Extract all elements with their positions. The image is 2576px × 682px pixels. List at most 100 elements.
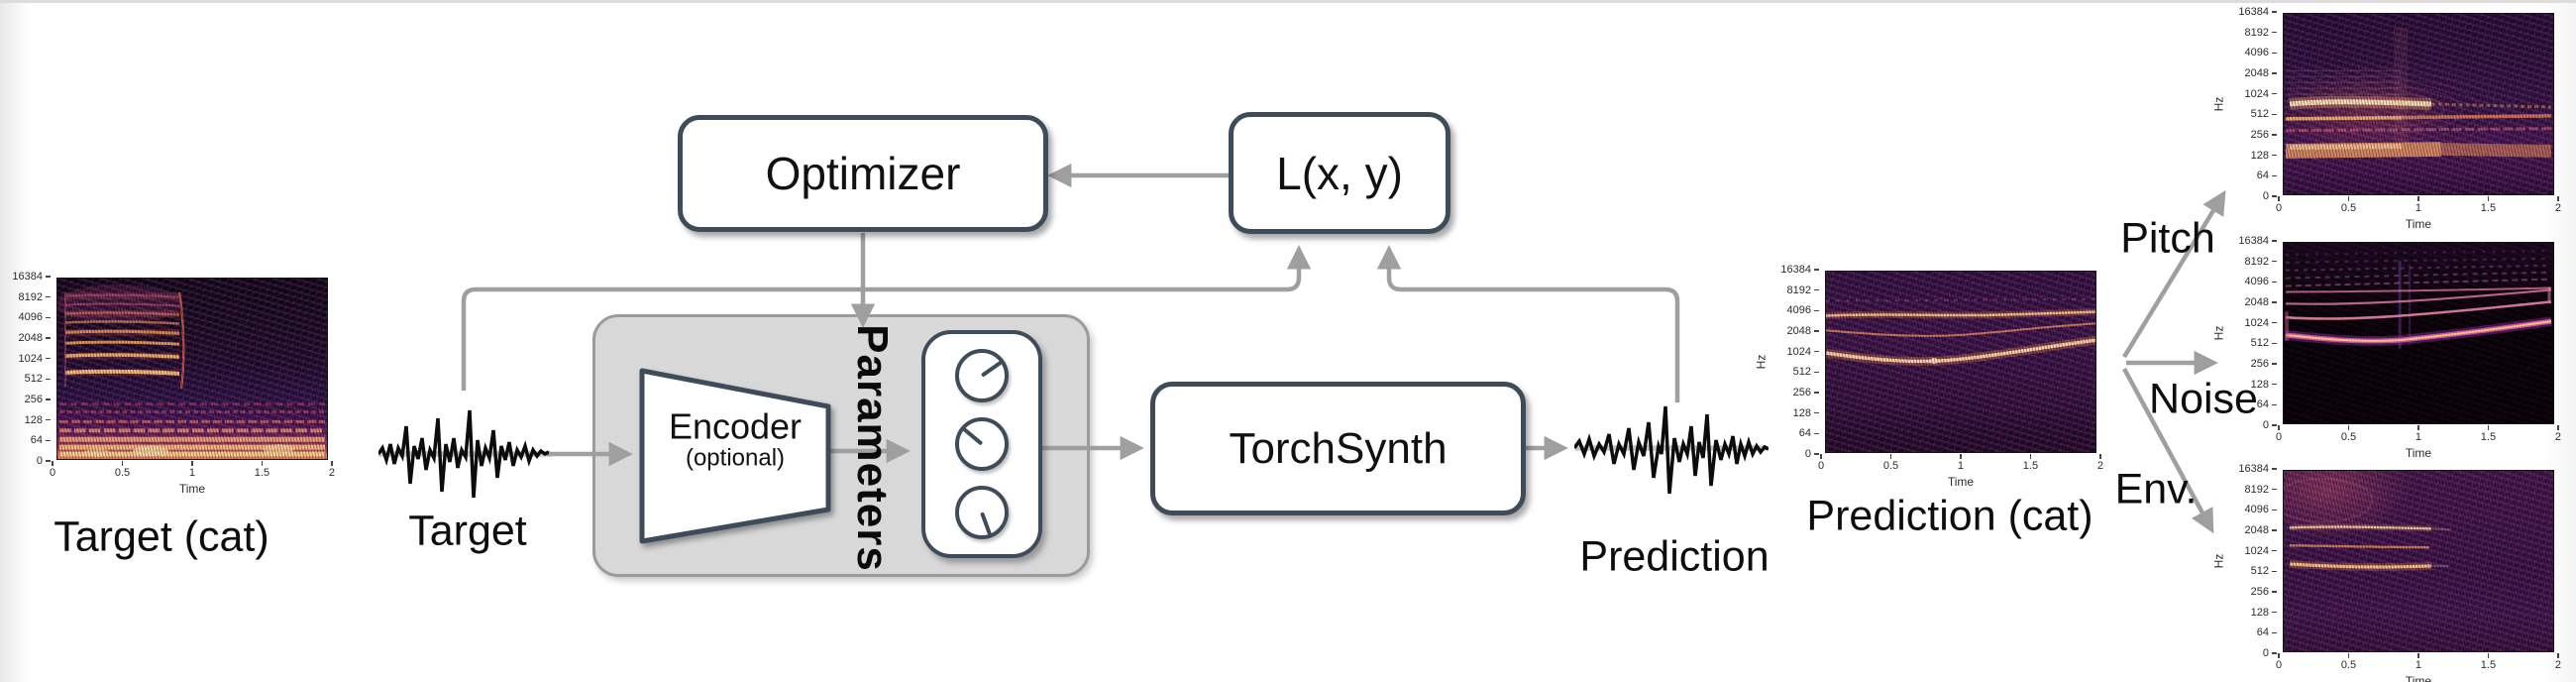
y-tick-label: 512 <box>2251 108 2277 120</box>
x-tick-label: 1 <box>2415 196 2421 214</box>
y-tick-label: 1024 <box>2245 317 2277 329</box>
target-waveform-icon <box>378 409 549 499</box>
y-tick-label: 256 <box>2251 586 2277 598</box>
arrow-fan-to-env <box>2122 367 2214 534</box>
encoder-label: Encoder <box>668 405 803 447</box>
x-tick-label: 1 <box>1958 454 1964 472</box>
torchsynth-box: TorchSynth <box>1150 382 1526 515</box>
x-axis-label: Time <box>178 482 206 496</box>
y-tick-label: 0 <box>2263 419 2277 431</box>
y-tick-label: 16384 <box>2238 6 2277 18</box>
y-tick-label: 1024 <box>2245 545 2277 557</box>
target-waveform-label: Target <box>408 507 527 555</box>
knob-icon <box>955 486 1009 539</box>
env-label: Env. <box>2114 465 2198 513</box>
pitch-label: Pitch <box>2120 214 2215 263</box>
spectrogram-plot <box>1825 271 2096 453</box>
x-axis-ticks: 0 0.5 1 1.5 2 <box>50 461 335 479</box>
y-axis-label: Hz <box>1754 354 1769 370</box>
loss-label: L(x, y) <box>1276 147 1403 199</box>
y-tick-label: 4096 <box>2245 504 2277 515</box>
x-axis-label: Time <box>2405 446 2432 460</box>
y-tick-label: 128 <box>2251 607 2277 619</box>
y-axis-label: Hz <box>2211 96 2226 112</box>
encoder-labels: Encoder (optional) <box>668 405 803 470</box>
knob-icon <box>955 417 1009 471</box>
y-tick-label: 16384 <box>2238 235 2277 247</box>
x-axis-label: Time <box>1947 475 1975 489</box>
target-spectrogram-caption: Target (cat) <box>54 512 269 561</box>
knob-pointer <box>980 512 993 536</box>
y-tick-label: 8192 <box>2245 484 2277 496</box>
y-tick-label: 0 <box>2263 190 2277 202</box>
y-tick-label: 512 <box>1793 366 1819 378</box>
y-tick-label: 4096 <box>19 311 51 323</box>
arrow-prediction-to-loss <box>1376 245 1680 402</box>
x-tick-label: 2 <box>2555 196 2561 214</box>
y-tick-label: 16384 <box>2238 463 2277 475</box>
y-tick-label: 2048 <box>2245 524 2277 536</box>
x-tick-label: 0 <box>2276 425 2282 443</box>
y-tick-label: 512 <box>2251 565 2277 577</box>
x-tick-label: 0.5 <box>115 461 130 479</box>
y-tick-label: 128 <box>2251 379 2277 391</box>
x-tick-label: 2 <box>329 461 335 479</box>
arrow-target-to-loss <box>461 245 1312 391</box>
knob-pointer <box>980 360 1003 378</box>
y-tick-label: 0 <box>37 455 51 467</box>
x-axis-label: Time <box>2405 217 2432 231</box>
knob-pointer <box>962 427 984 446</box>
y-tick-label: 256 <box>25 394 51 405</box>
spectrogram-plot <box>2283 13 2554 195</box>
parameters-knob-panel <box>921 330 1042 558</box>
y-axis-label: Hz <box>2211 553 2226 569</box>
x-tick-label: 0 <box>50 461 55 479</box>
y-tick-label: 256 <box>2251 129 2277 141</box>
x-tick-label: 0.5 <box>2341 196 2356 214</box>
x-tick-label: 0.5 <box>2341 425 2356 443</box>
y-tick-label: 64 <box>31 434 51 446</box>
noise-label: Noise <box>2149 375 2258 423</box>
x-tick-label: 0 <box>1818 454 1824 472</box>
x-tick-label: 0.5 <box>1883 454 1898 472</box>
x-tick-label: 2 <box>2555 653 2561 671</box>
y-tick-label: 2048 <box>2245 67 2277 79</box>
optimizer-box: Optimizer <box>678 115 1048 232</box>
y-tick-label: 128 <box>25 414 51 426</box>
x-tick-label: 1 <box>189 461 195 479</box>
y-tick-label: 64 <box>2257 170 2277 181</box>
x-tick-label: 1.5 <box>2023 454 2038 472</box>
spectrogram-plot <box>2283 470 2554 652</box>
x-tick-label: 2 <box>2555 425 2561 443</box>
y-tick-label: 0 <box>1805 448 1819 460</box>
y-tick-label: 1024 <box>1787 346 1819 358</box>
y-tick-label: 4096 <box>1787 304 1819 316</box>
knob-icon <box>955 349 1009 402</box>
y-tick-label: 8192 <box>1787 284 1819 296</box>
y-tick-label: 256 <box>2251 358 2277 370</box>
x-tick-label: 0.5 <box>2341 653 2356 671</box>
x-tick-label: 1.5 <box>2481 196 2496 214</box>
y-tick-label: 4096 <box>2245 276 2277 287</box>
y-tick-label: 128 <box>2251 150 2277 162</box>
x-tick-label: 1.5 <box>255 461 269 479</box>
y-tick-label: 8192 <box>19 291 51 303</box>
optimizer-label: Optimizer <box>765 148 961 199</box>
y-tick-label: 2048 <box>2245 296 2277 308</box>
y-tick-label: 8192 <box>2245 27 2277 39</box>
parameters-label: Parameters <box>848 324 897 572</box>
prediction-spectrogram-caption: Prediction (cat) <box>1806 492 2093 540</box>
y-tick-label: 512 <box>25 373 51 385</box>
x-axis-label: Time <box>2405 674 2432 682</box>
y-tick-label: 64 <box>2257 626 2277 638</box>
spectrogram-plot <box>56 278 328 460</box>
